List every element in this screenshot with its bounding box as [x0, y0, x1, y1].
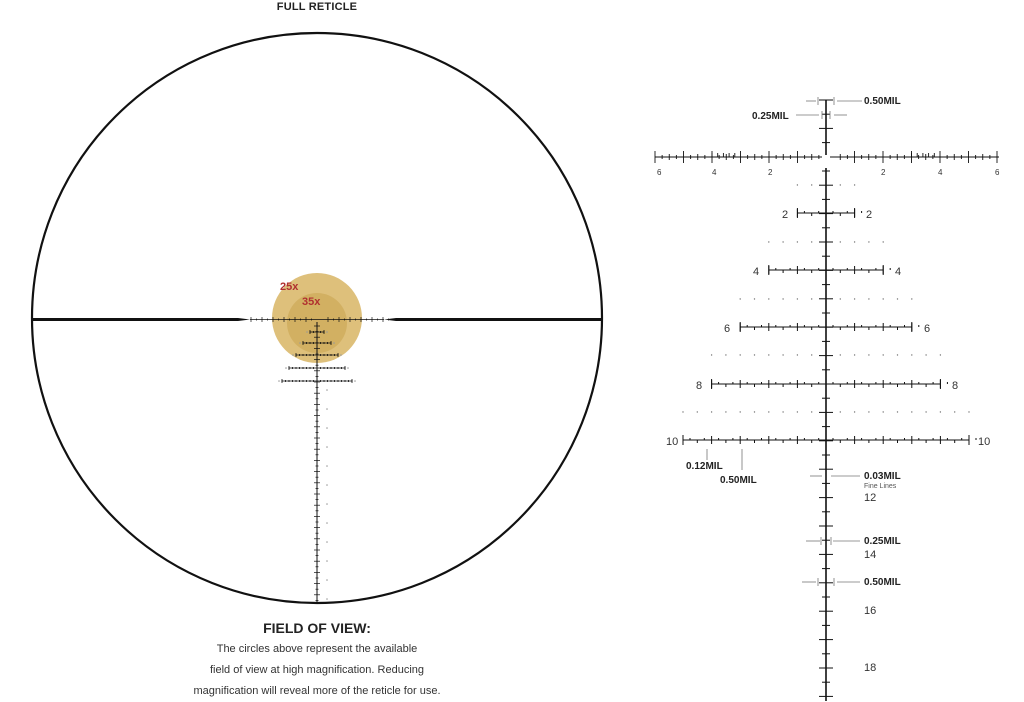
annotation-top-050: 0.50MIL: [864, 96, 901, 107]
fov-line-2: field of view at high magnification. Red…: [209, 664, 424, 676]
row-label-right-8: 8: [952, 380, 958, 392]
fov-line-3: magnification will reveal more of the re…: [193, 685, 441, 697]
row-label-left-2: 2: [782, 209, 788, 221]
stem-label-16: 16: [864, 605, 876, 617]
row-label-right-2: 2: [866, 209, 872, 221]
mag-label-35x: 35x: [302, 296, 321, 308]
row-label-right-6: 6: [924, 323, 930, 335]
fov-title: FIELD OF VIEW:: [263, 620, 371, 636]
h-label-right-4: 4: [938, 168, 943, 177]
row-label-right-4: 4: [895, 266, 901, 278]
mag-label-25x: 25x: [280, 281, 299, 293]
row-label-left-4: 4: [753, 266, 759, 278]
stem-label-14: 14: [864, 549, 876, 561]
row-label-left-10: 10: [666, 436, 678, 448]
page-title: FULL RETICLE: [276, 1, 358, 13]
right-thick-bar: [384, 318, 602, 321]
annotation-row10-012: 0.12MIL: [686, 461, 723, 472]
field-of-view-note: FIELD OF VIEW: The circles above represe…: [117, 620, 517, 702]
h-label-right-6: 6: [995, 168, 1000, 177]
h-label-left-2: 2: [768, 168, 773, 177]
h-label-right-2: 2: [881, 168, 886, 177]
annotation-top-025: 0.25MIL: [752, 111, 789, 122]
annotation-stem-025: 0.25MIL: [864, 536, 901, 547]
full-reticle: 25x 35x: [30, 31, 604, 605]
left-thick-bar: [32, 318, 250, 321]
detail-reticle: 6 4 2 2 4 6 2 2 4 4 6 6 8 8 10 10 12 14 …: [654, 96, 1000, 701]
stem-label-18: 18: [864, 662, 876, 674]
row-label-right-10: 10: [978, 436, 990, 448]
annotation-fine-003: 0.03MIL: [864, 471, 901, 482]
h-label-left-4: 4: [712, 168, 717, 177]
row-label-left-8: 8: [696, 380, 702, 392]
stem-label-12: 12: [864, 492, 876, 504]
annotation-row10-050: 0.50MIL: [720, 475, 757, 486]
annotation-stem-050: 0.50MIL: [864, 577, 901, 588]
h-label-left-6: 6: [657, 168, 662, 177]
row-label-left-6: 6: [724, 323, 730, 335]
annotation-fine-lines: Fine Lines: [864, 483, 897, 490]
fov-line-1: The circles above represent the availabl…: [216, 643, 418, 655]
